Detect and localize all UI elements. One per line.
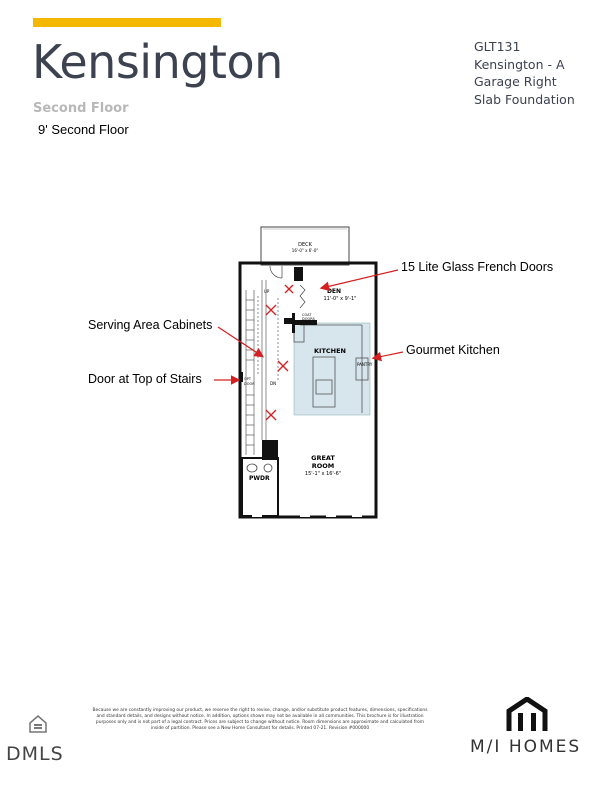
legal-disclaimer: Because we are constantly improving our … [92,708,428,731]
deck-door-swing [269,265,283,279]
builder-logo-icon [506,697,548,731]
callout-serving-cabinets: Serving Area Cabinets [88,318,213,332]
mls-mark: DMLS [6,743,64,765]
stair-down-label: DN [270,381,276,386]
plan-info: GLT131 Kensington - A Garage Right Slab … [474,38,575,108]
pantry-label: PANTRY [357,362,373,367]
equal-housing-icon [29,715,47,733]
builder-name: M/I HOMES [470,737,582,757]
floor-subtitle: Second Floor [33,101,129,116]
kitchen-wall [292,320,317,325]
den-walls [284,267,303,333]
den-french-doors [299,284,306,309]
ceiling-note: 9' Second Floor [38,122,129,137]
great-room-size: 15'-1" x 16'-6" [305,471,341,477]
deck-label: DECK [298,242,313,248]
den-size: 11'-0" x 9'-1" [323,296,356,302]
callout-arrows [214,269,404,385]
deck-size: 16'-0" x 6'-0" [292,248,319,253]
coat-closet-label: COAT [302,313,312,317]
staircase [245,280,279,455]
kitchen-area [293,322,371,416]
wall-column [262,440,278,460]
kitchen-counters [293,321,369,413]
accent-bar [33,18,221,27]
removed-items [265,284,294,421]
closet-doors-label: DOORS [302,317,316,321]
powder-label: PWDR [249,475,270,482]
callout-stair-door: Door at Top of Stairs [88,372,202,386]
plan-garage: Garage Right [474,74,557,89]
den-label: DEN [327,288,341,295]
opt-door-label: OPT [244,377,252,381]
opt-door-label-2: DOOR [244,382,255,386]
deck: DECK 16'-0" x 6'-0" [260,226,350,266]
great-room-label: GREAT [311,454,335,462]
great-room-label-2: ROOM [312,462,335,470]
kitchen-label: KITCHEN [314,347,346,355]
plan-foundation: Slab Foundation [474,91,575,107]
plan-code: GLT131 [474,39,521,54]
powder-room: PWDR [241,457,279,517]
stair-up-label: UP [264,289,270,294]
callout-french-doors: 15 Lite Glass French Doors [401,260,554,274]
callout-gourmet-kitchen: Gourmet Kitchen [406,343,500,357]
page-title: Kensington [32,35,283,89]
plan-elevation: Kensington - A [474,56,565,72]
